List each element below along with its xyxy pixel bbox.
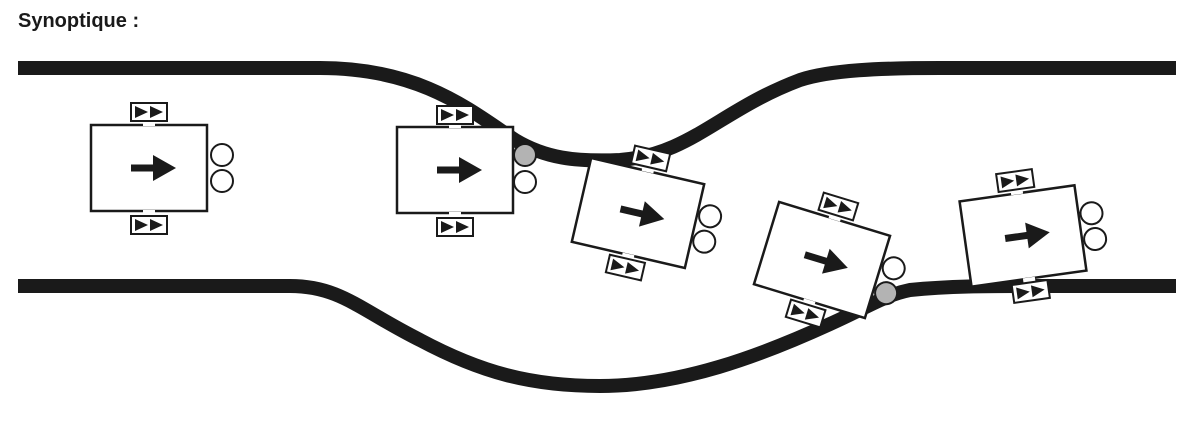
lower-track [18,279,1176,393]
circle-sensor-icon [881,256,906,281]
robot-3 [570,144,723,282]
double-right-triangle-icon [436,217,474,237]
right-arrow-icon [570,156,706,270]
double-right-triangle-icon [995,168,1036,193]
circle-sensor-icon [1079,201,1104,226]
circle-sensor-icon [513,170,537,194]
right-arrow-icon [395,125,515,215]
circle-sensor-icon [874,281,899,306]
double-right-triangle-icon [1010,279,1051,304]
robot-1 [89,102,234,235]
robot-2 [395,105,537,237]
robot-4 [752,191,906,329]
circle-sensor-icon [210,169,234,193]
circle-sensor-icon [1083,226,1108,251]
double-right-triangle-icon [130,215,168,235]
circle-sensor-icon [698,204,723,229]
circle-sensor-icon [210,143,234,167]
double-right-triangle-icon [436,105,474,125]
double-right-triangle-icon [130,102,168,122]
circle-sensor-icon [692,229,717,254]
circle-sensor-icon [513,143,537,167]
right-arrow-icon [958,184,1088,288]
right-arrow-icon [752,200,892,320]
right-arrow-icon [89,123,209,213]
upper-track [18,61,1176,168]
robot-5 [958,168,1108,304]
diagram-title: Synoptique : [18,10,140,32]
